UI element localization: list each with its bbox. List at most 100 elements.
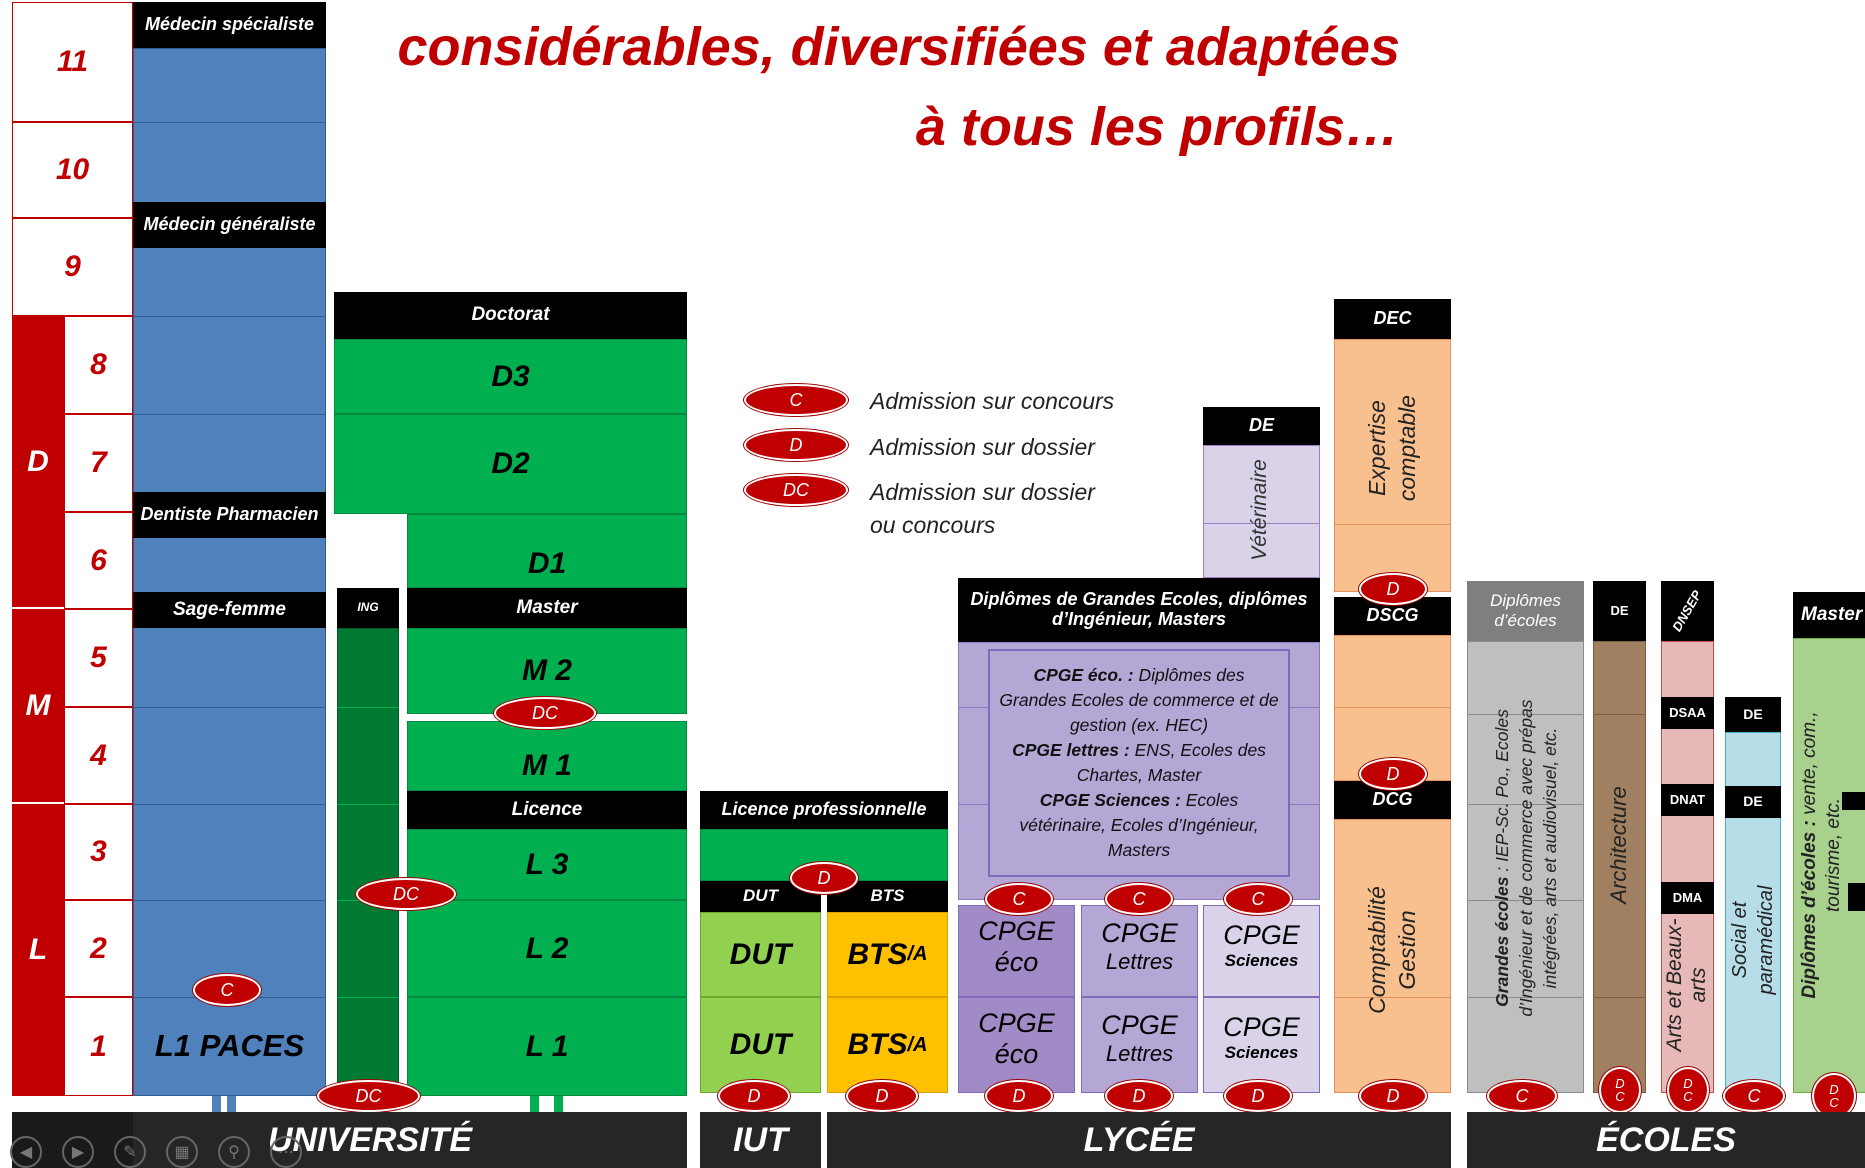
l1-cell: L 1 — [407, 997, 687, 1096]
cpge-lettres-l2: Lettres — [1105, 949, 1174, 974]
cpge-eco-year-1: CPGE éco — [958, 997, 1075, 1093]
d1-cell: D1 — [407, 514, 687, 588]
cpge-header: Diplômes de Grandes Ecoles, diplômes d’I… — [958, 578, 1320, 642]
diplomes-ecoles-bar — [1793, 638, 1865, 1093]
year-3: 3 — [64, 804, 133, 900]
year-1: 1 — [64, 997, 133, 1096]
badge-accounting-dossier: D — [1359, 1080, 1427, 1112]
cycle-d: D — [12, 316, 64, 609]
year-10: 10 — [12, 122, 133, 218]
year-9: 9 — [12, 218, 133, 316]
veterinaire-header: DE — [1203, 407, 1320, 445]
connector-paces-2 — [227, 1096, 236, 1112]
footer-ecoles: ÉCOLES — [1467, 1112, 1865, 1168]
legend-dossier-text: Admission sur dossier — [870, 434, 1095, 460]
badge-cpge-eco-dossier: D — [985, 1080, 1053, 1112]
cpge-eco-text: Diplômes des Grandes Ecoles de commerce … — [999, 665, 1279, 735]
badge-c-letter: C — [1829, 1095, 1839, 1110]
medecin-generaliste-header: Médecin généraliste — [133, 202, 326, 248]
cpge-sciences-text: Ecoles vétérinaire, Ecoles d’Ingénieur, … — [1019, 790, 1259, 860]
dnat-header: DNAT — [1661, 784, 1714, 816]
cpge-sciences-bold: CPGE Sciences : — [1039, 790, 1181, 810]
connector-licence — [530, 1096, 539, 1112]
badge-cpge-sciences-concours: C — [1224, 883, 1292, 915]
footer-lycee: LYCÉE — [827, 1112, 1451, 1168]
cpge-sciences-l1: CPGE — [1223, 1012, 1300, 1042]
d3-cell: D3 — [334, 339, 687, 414]
zoom-icon[interactable]: ⚲ — [218, 1136, 250, 1168]
bts-year-1: BTS/A — [827, 997, 948, 1093]
architecture-label: Architecture — [1606, 786, 1631, 904]
badge-grandes-ecoles-concours: C — [1487, 1080, 1557, 1112]
badge-cpge-lettres-dossier: D — [1105, 1080, 1173, 1112]
connector-licence-2 — [554, 1096, 563, 1112]
dec-header: DEC — [1334, 299, 1451, 339]
legend-mixed-badge: DC — [744, 474, 848, 506]
badge-dscg-dossier: D — [1359, 573, 1427, 605]
pen-icon[interactable]: ✎ — [114, 1136, 146, 1168]
diplomes-ecoles-label: Diplômes d’écoles : vente, com., tourism… — [1798, 690, 1846, 1020]
badge-cpge-eco-concours: C — [985, 883, 1053, 915]
bts-label: BTS — [847, 1028, 908, 1061]
cpge-eco-desc: CPGE éco. : Diplômes des Grandes Ecoles … — [998, 663, 1280, 738]
connector-paces — [212, 1096, 221, 1112]
more-icon[interactable]: ⋯ — [270, 1136, 302, 1168]
cpge-eco-l1: CPGE — [978, 1008, 1055, 1038]
legend-mixed-text-2: ou concours — [870, 512, 996, 538]
dsaa-header: DSAA — [1661, 697, 1714, 729]
cpge-eco-l2: éco — [994, 1039, 1039, 1069]
badge-social-concours: C — [1723, 1080, 1785, 1112]
year-4: 4 — [64, 707, 133, 804]
dnsep-label: DNSEP — [1669, 587, 1705, 634]
cpge-sciences-year-1: CPGE Sciences — [1203, 997, 1320, 1093]
title-line-2: à tous les profils… — [915, 97, 1399, 157]
slides-icon[interactable]: ▦ — [166, 1136, 198, 1168]
arts-label: Arts et Beaux-arts — [1663, 918, 1710, 1052]
year-8: 8 — [64, 316, 133, 414]
badge-dut-dossier: D — [718, 1080, 790, 1112]
cpge-description-box: CPGE éco. : Diplômes des Grandes Ecoles … — [988, 649, 1290, 877]
ing-bar — [337, 628, 399, 1096]
cpge-lettres-l2: Lettres — [1105, 1041, 1174, 1066]
dec-bar — [1334, 339, 1451, 592]
cpge-lettres-year-2: CPGE Lettres — [1081, 905, 1198, 997]
footer-iut: IUT — [700, 1112, 821, 1168]
licence-header: Licence — [407, 791, 687, 829]
year-11: 11 — [12, 2, 133, 122]
badge-c-letter: C — [1615, 1089, 1625, 1104]
badge-cpge-lettres-concours: C — [1105, 883, 1173, 915]
expertise-comptable-label: Expertise comptable — [1364, 394, 1420, 502]
next-icon[interactable]: ▶ — [62, 1136, 94, 1168]
year-7: 7 — [64, 414, 133, 512]
legend-concours-text: Admission sur concours — [870, 388, 1115, 414]
dcg-header: DCG — [1334, 781, 1451, 819]
footer-universite: UNIVERSITÉ — [133, 1112, 687, 1168]
title-line-1: considérables, diversifiées et adaptées — [397, 17, 1400, 77]
legend-concours-badge: C — [744, 384, 848, 416]
badge-licence-dossier-concours: DC — [356, 878, 456, 910]
badge-d-letter: D — [1829, 1082, 1839, 1097]
cycle-l: L — [12, 804, 64, 1096]
bts-suffix: /A — [907, 1033, 928, 1056]
cpge-lettres-desc: CPGE lettres : ENS, Ecoles des Chartes, … — [998, 738, 1280, 788]
cpge-sciences-l2: Sciences — [1224, 1043, 1299, 1062]
bts-suffix: /A — [907, 943, 928, 965]
year-6: 6 — [64, 512, 133, 609]
prev-icon[interactable]: ◀ — [10, 1136, 42, 1168]
badge-c-letter: C — [1683, 1089, 1693, 1104]
grandes-ecoles-label: Grandes écoles : IEP-Sc. Po., Ecoles d’I… — [1490, 688, 1562, 1028]
badge-d-letter: D — [1615, 1076, 1625, 1091]
dma-header: DMA — [1661, 882, 1714, 914]
legend-dossier-badge: D — [744, 429, 848, 461]
diplomes-ecoles-header: Diplômes d’écoles — [1467, 581, 1584, 641]
comptabilite-gestion-label: Comptabilité Gestion — [1364, 886, 1420, 1014]
bts-year-2: BTS/A — [827, 912, 948, 997]
master-header: Master — [407, 588, 687, 628]
l1-paces-label: L1 PACES — [154, 1028, 305, 1063]
cpge-eco-l1: CPGE — [978, 916, 1055, 946]
cycle-m: M — [12, 609, 64, 804]
grandes-ecoles-bold: Grandes écoles — [1492, 876, 1512, 1007]
cpge-lettres-l1: CPGE — [1101, 1010, 1178, 1040]
bts-label: BTS — [847, 937, 908, 971]
